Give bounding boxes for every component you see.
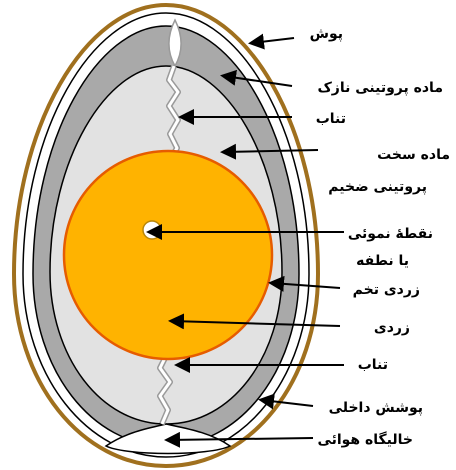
label-thick-albumen-line2: پروتینی ضخیم: [328, 179, 427, 195]
label-germinal-disc-line1: نقطۀ نموئی: [348, 226, 433, 242]
germinal-disc: [143, 221, 161, 239]
label-chalaza-top: تناب: [316, 111, 346, 127]
leader-shell: [252, 38, 294, 43]
label-inner-membrane: پوشش داخلی: [329, 400, 423, 416]
label-yolk-membrane: زردی تخم: [353, 282, 420, 298]
label-germinal-disc-line2: یا نطفه: [356, 253, 409, 269]
label-chalaza-bottom: تناب: [358, 357, 388, 373]
labels: پوش ماده پروتینی نازک تناب ماده سخت پروت…: [310, 26, 450, 448]
label-thick-albumen-line1: ماده سخت: [377, 147, 450, 163]
yolk: [64, 151, 272, 359]
label-thin-albumen: ماده پروتینی نازک: [317, 80, 443, 96]
label-shell: پوش: [310, 26, 343, 42]
label-air-cell: خالیگاه هوائی: [317, 431, 413, 448]
label-yolk: زردی: [374, 320, 410, 336]
